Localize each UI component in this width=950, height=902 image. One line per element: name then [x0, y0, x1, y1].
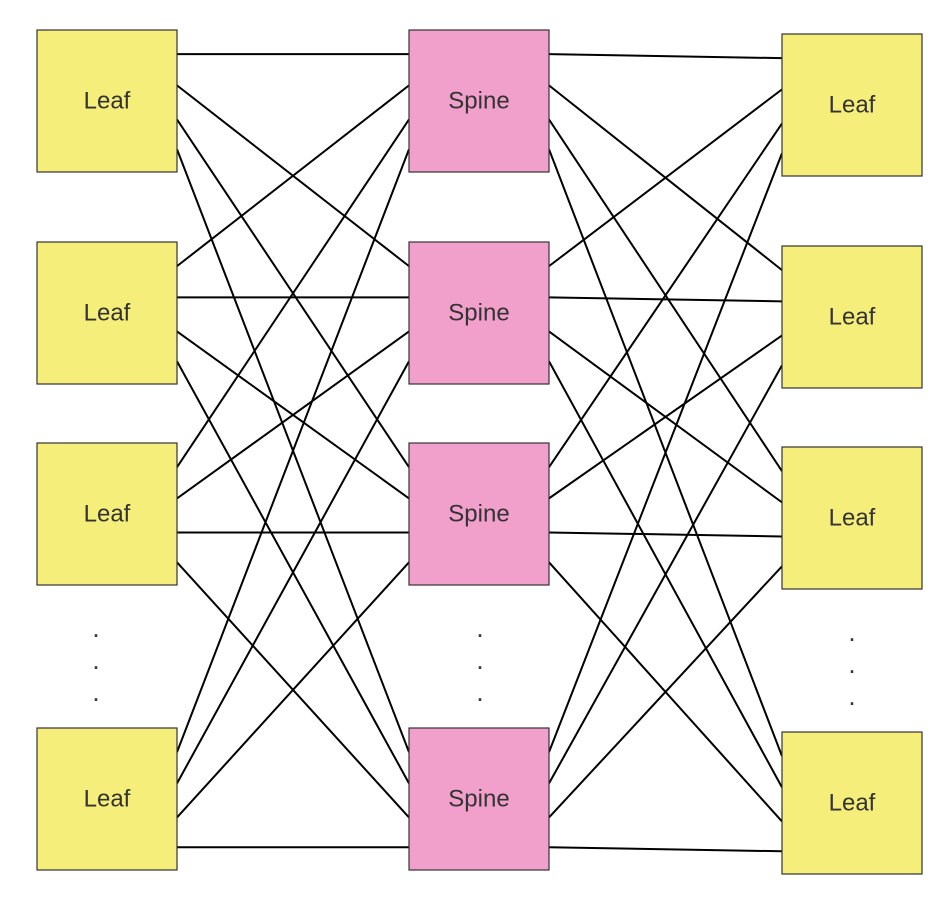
- right-leaf-3: Leaf: [781, 446, 923, 590]
- left-leaf-3-box: [36, 442, 178, 586]
- link-spine-1-right-leaf-1: [548, 53, 783, 60]
- spine-ellipsis-dot-3: .: [476, 677, 483, 707]
- spine-1-label: Spine: [448, 88, 509, 115]
- right-leaf-3-box: [781, 446, 923, 590]
- link-spine-4-right-leaf-3: [548, 565, 783, 819]
- left-leaf-1-box: [36, 29, 178, 173]
- left-leaf-3-label: Leaf: [84, 501, 131, 528]
- spine-4-box: [408, 727, 550, 871]
- right-leaf-4-box: [781, 731, 923, 875]
- link-spine-3-right-leaf-3: [548, 531, 783, 538]
- right-leaf-1-box: [781, 33, 923, 177]
- link-left-leaf-3-spine-2: [176, 330, 410, 500]
- spine-2-box: [408, 241, 550, 385]
- link-spine-4-right-leaf-1: [548, 152, 783, 753]
- link-left-leaf-3-spine-1: [176, 118, 410, 468]
- spine-4: Spine: [408, 727, 550, 871]
- spine-ellipsis-dot-1: .: [476, 613, 483, 643]
- left-ellipsis-dot-3: .: [92, 677, 99, 707]
- right-ellipsis-dot-2: .: [848, 649, 855, 679]
- spine-3-label: Spine: [448, 501, 509, 528]
- left-leaf-2-label: Leaf: [84, 300, 131, 327]
- left-ellipsis-dot-2: .: [92, 645, 99, 675]
- left-leaf-2-box: [36, 241, 178, 385]
- link-spine-2-right-leaf-2: [548, 296, 783, 303]
- link-spine-4-right-leaf-2: [548, 364, 783, 784]
- link-left-leaf-4-spine-1: [176, 148, 410, 753]
- right-leaf-2-box: [781, 245, 923, 389]
- spine-3: Spine: [408, 442, 550, 586]
- left-leaf-4-label: Leaf: [84, 786, 131, 813]
- right-leaf-4: Leaf: [781, 731, 923, 875]
- left-ellipsis-dot-1: .: [92, 613, 99, 643]
- link-spine-3-right-leaf-2: [548, 334, 783, 500]
- left-leaf-4: Leaf: [36, 727, 178, 871]
- ellipsis-layer: .........: [92, 613, 855, 711]
- right-ellipsis-dot-3: .: [848, 681, 855, 711]
- right-leaf-2-label: Leaf: [829, 304, 876, 331]
- left-leaf-3: Leaf: [36, 442, 178, 586]
- link-left-leaf-4-spine-3: [176, 561, 410, 819]
- right-leaf-3-label: Leaf: [829, 505, 876, 532]
- right-leaf-1-label: Leaf: [829, 92, 876, 119]
- spine-4-label: Spine: [448, 786, 509, 813]
- link-spine-4-right-leaf-4: [548, 846, 783, 853]
- right-leaf-4-label: Leaf: [829, 790, 876, 817]
- link-spine-3-right-leaf-1: [548, 122, 783, 468]
- spine-1: Spine: [408, 29, 550, 173]
- spine-3-box: [408, 442, 550, 586]
- left-leaf-1: Leaf: [36, 29, 178, 173]
- left-leaf-1-label: Leaf: [84, 88, 131, 115]
- right-leaf-1: Leaf: [781, 33, 923, 177]
- left-leaf-2: Leaf: [36, 241, 178, 385]
- nodes-layer: LeafLeafLeafLeafSpineSpineSpineSpineLeaf…: [36, 29, 923, 875]
- spine-2-label: Spine: [448, 300, 509, 327]
- link-left-leaf-2-spine-1: [176, 84, 410, 267]
- spine-ellipsis-dot-2: .: [476, 645, 483, 675]
- right-leaf-2: Leaf: [781, 245, 923, 389]
- links-layer: [176, 53, 783, 853]
- spine-1-box: [408, 29, 550, 173]
- right-ellipsis-dot-1: .: [848, 617, 855, 647]
- spine-2: Spine: [408, 241, 550, 385]
- link-left-leaf-4-spine-2: [176, 360, 410, 784]
- left-leaf-4-box: [36, 727, 178, 871]
- link-spine-2-right-leaf-1: [548, 88, 783, 267]
